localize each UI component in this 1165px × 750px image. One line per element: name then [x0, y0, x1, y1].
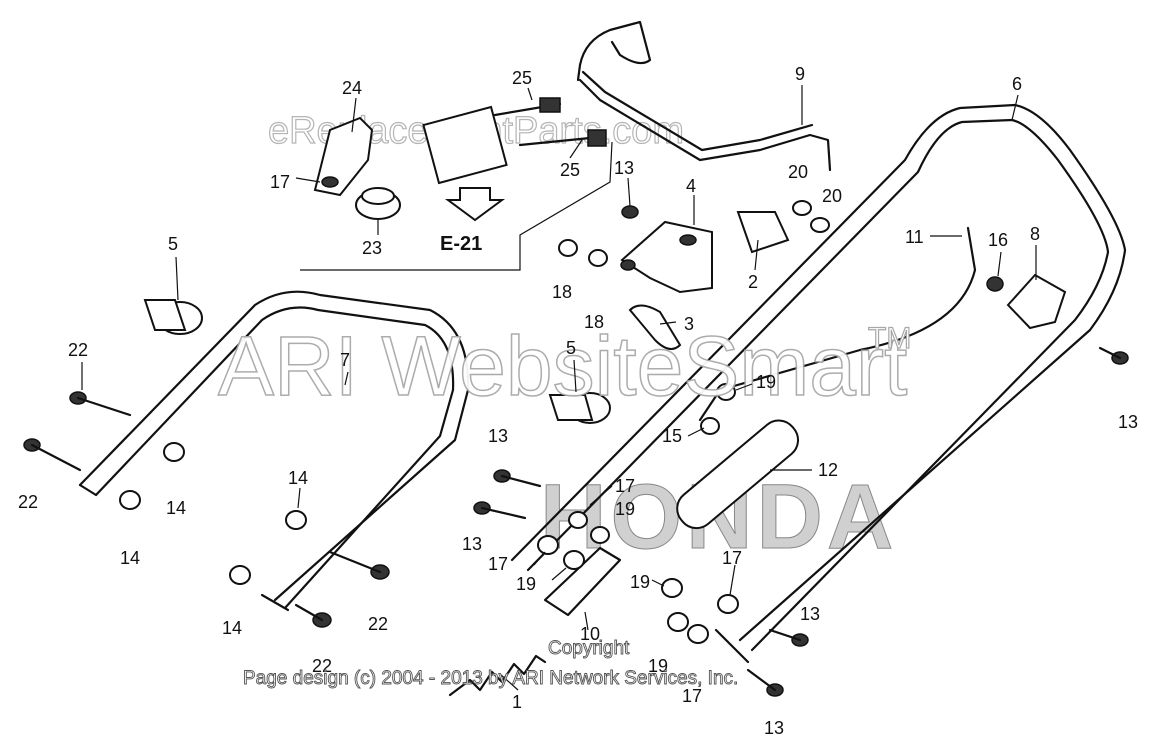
- callout-20-a: 20: [788, 162, 808, 182]
- callout-2: 2: [748, 272, 758, 292]
- callout-19-c: 19: [516, 574, 536, 594]
- callout-14-a: 14: [166, 498, 186, 518]
- callout-4: 4: [686, 176, 696, 196]
- callout-13-left-a: 13: [488, 426, 508, 446]
- callout-17-top: 17: [270, 172, 290, 192]
- callout-13-right: 13: [1118, 412, 1138, 432]
- knob-left: [143, 299, 203, 335]
- callout-19-b: 19: [615, 499, 635, 519]
- knob-center: [548, 392, 611, 424]
- callout-13-right-b: 13: [800, 604, 820, 624]
- callout-17-c: 17: [488, 554, 508, 574]
- callout-13-bottom: 13: [764, 718, 784, 738]
- callout-13-top: 13: [614, 158, 634, 178]
- cable-bracket: [1006, 273, 1067, 330]
- callout-numbers: 24 25 25 17 23 9 6 13 4 20 20 11 16 8 2 …: [18, 64, 1138, 738]
- callout-18-b: 18: [584, 312, 604, 332]
- callout-15: 15: [662, 426, 682, 446]
- callout-22-a: 22: [68, 340, 88, 360]
- callout-14-b: 14: [120, 548, 140, 568]
- callout-5-left: 5: [168, 234, 178, 254]
- callout-14-d: 14: [222, 618, 242, 638]
- callout-13-left-b: 13: [462, 534, 482, 554]
- callout-22-d: 22: [312, 656, 332, 676]
- callout-8: 8: [1030, 224, 1040, 244]
- watermark-ari: ARI WebsiteSmart: [218, 319, 907, 413]
- leader-lines: [81, 85, 1037, 691]
- callout-19-d: 19: [630, 572, 650, 592]
- callout-20-b: 20: [822, 186, 842, 206]
- callout-17-b: 17: [615, 476, 635, 496]
- callout-1: 1: [512, 692, 522, 712]
- callout-14-c: 14: [288, 468, 308, 488]
- callout-17-e: 17: [682, 686, 702, 706]
- callout-3: 3: [684, 314, 694, 334]
- callout-22-c: 22: [368, 614, 388, 634]
- grip-tube: [676, 419, 800, 530]
- copyright-line-1: Copyright: [548, 638, 630, 659]
- callout-17-d: 17: [722, 548, 742, 568]
- callout-11: 11: [905, 227, 924, 247]
- copyright-line-2: Page design (c) 2004 - 2013 by ARI Netwo…: [243, 668, 738, 689]
- control-cable: [698, 226, 977, 422]
- section-divider-line: [300, 141, 613, 271]
- callout-7: 7: [340, 350, 350, 370]
- callout-19-a: 19: [756, 372, 776, 392]
- fasteners: [23, 200, 1129, 697]
- callout-10: 10: [580, 624, 600, 644]
- cable-clip: [628, 304, 682, 350]
- lower-handle: [78, 290, 470, 612]
- callout-22-b: 22: [18, 492, 38, 512]
- callout-23: 23: [362, 238, 382, 258]
- control-rod: [576, 20, 832, 172]
- callout-5-center: 5: [566, 338, 576, 358]
- e21-reference-label: E-21: [440, 233, 482, 255]
- callout-18-a: 18: [552, 282, 572, 302]
- callout-25-bottom: 25: [560, 160, 580, 180]
- upper-handle: [510, 103, 1127, 664]
- callout-24: 24: [342, 78, 362, 98]
- callout-19-e: 19: [648, 656, 668, 676]
- clamp-bracket: [313, 97, 607, 220]
- callout-9: 9: [795, 64, 805, 84]
- e21-arrow: E-21: [440, 187, 506, 255]
- watermark-tm: TM: [868, 322, 911, 355]
- throttle-lever: [620, 211, 790, 294]
- callout-12: 12: [818, 460, 838, 480]
- callout-25-top: 25: [512, 68, 532, 88]
- callout-16: 16: [988, 230, 1008, 250]
- callout-6: 6: [1012, 74, 1022, 94]
